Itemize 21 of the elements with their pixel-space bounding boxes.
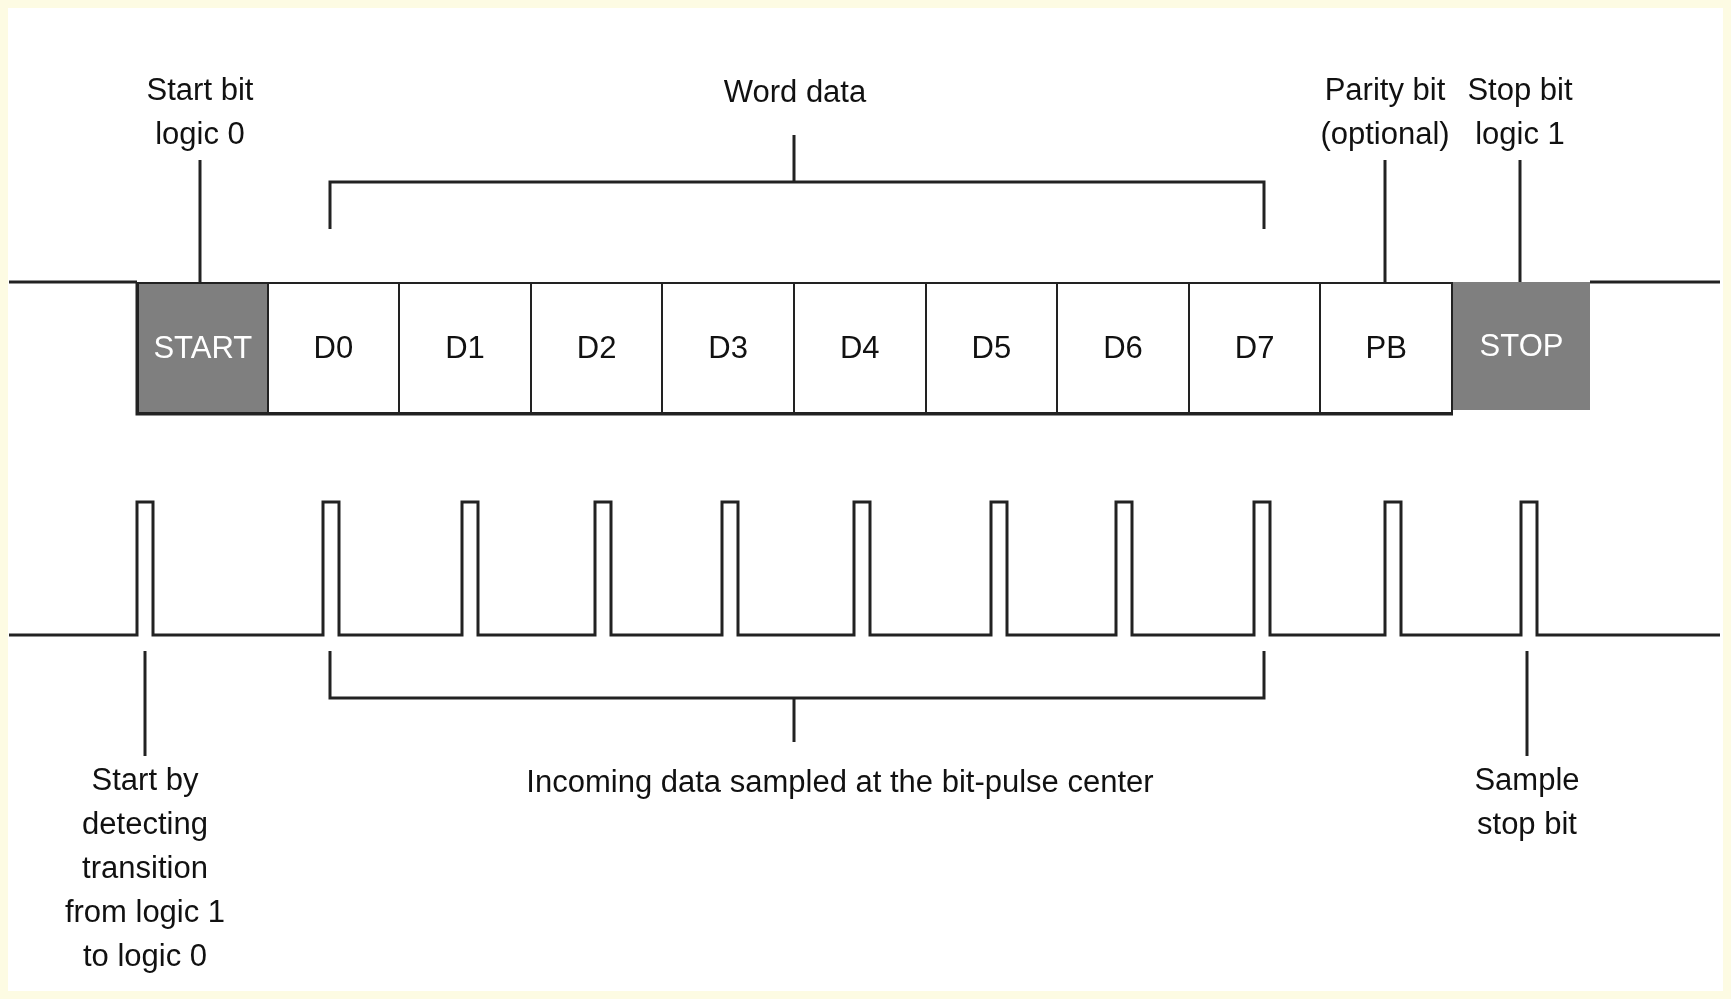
annotation-text: Start bit logic 0 xyxy=(125,68,275,156)
bit-cell: D0 xyxy=(268,282,401,414)
bit-cell: D4 xyxy=(795,282,927,414)
leader-line xyxy=(198,160,202,282)
bit-cell: D7 xyxy=(1189,282,1322,414)
bit-cell: START xyxy=(137,282,269,414)
bracket-label: Incoming data sampled at the bit-pulse center xyxy=(525,763,1155,801)
bracket-label: Word data xyxy=(722,73,868,111)
bit-cell: D2 xyxy=(531,282,664,414)
bit-cell: STOP xyxy=(1453,282,1590,410)
leader-line xyxy=(143,651,147,756)
annotation-text: Start by detecting transition from logic 1 to logic 0 xyxy=(50,758,240,978)
leader-line xyxy=(1518,160,1522,282)
bit-cell: D1 xyxy=(400,282,532,414)
bit-cell: D6 xyxy=(1058,282,1190,414)
leader-line xyxy=(1525,651,1529,756)
bit-cell: D3 xyxy=(663,282,795,414)
bit-cell: D5 xyxy=(926,282,1059,414)
annotation-text: Sample stop bit xyxy=(1452,758,1602,846)
bit-cell: PB xyxy=(1321,282,1453,414)
leader-line xyxy=(1383,160,1387,282)
